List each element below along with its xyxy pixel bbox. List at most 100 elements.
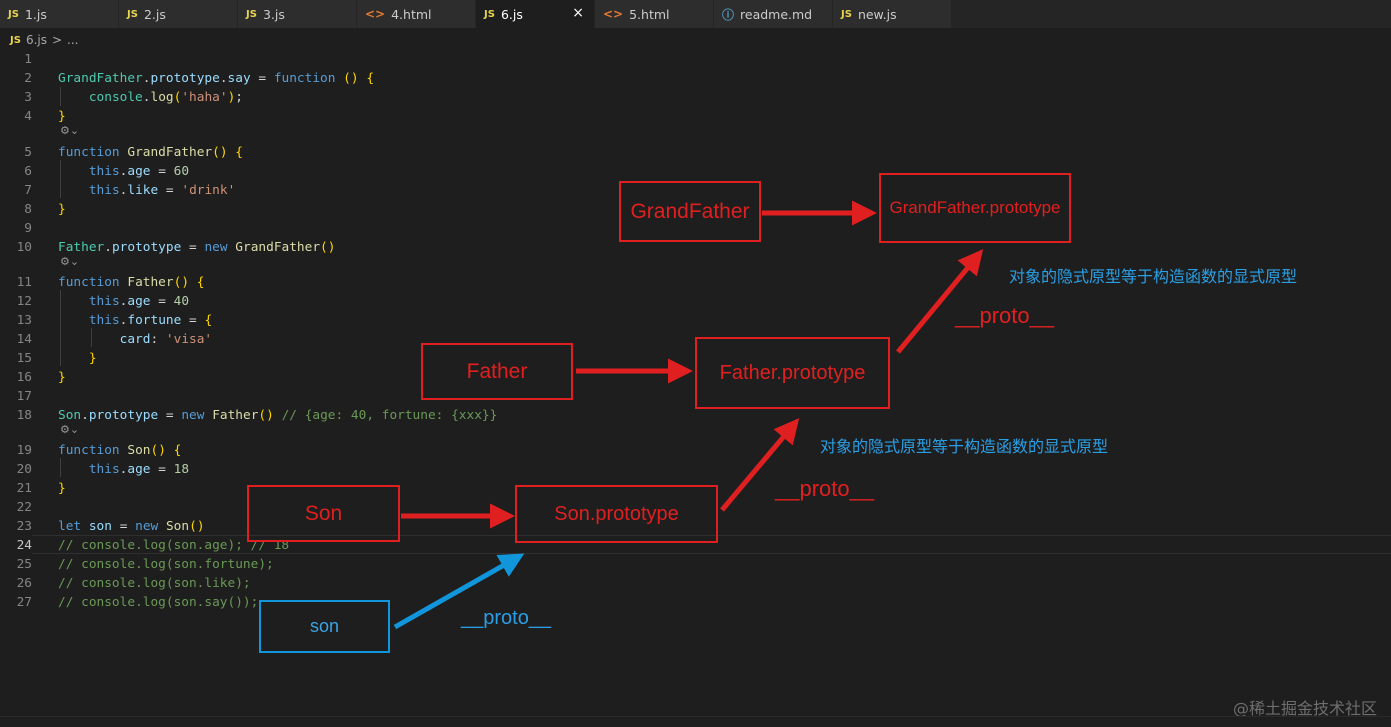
code-text: Father.prototype = new GrandFather() <box>58 240 336 255</box>
note-lower: 对象的隐式原型等于构造函数的显式原型 <box>820 437 1109 456</box>
code-text: console.log('haha'); <box>88 90 243 105</box>
proto-label-instance: __proto__ <box>461 607 552 629</box>
watermark: @稀土掘金技术社区 <box>1232 699 1377 718</box>
tab-5html[interactable]: <>5.html <box>595 0 714 28</box>
line-number: 20 <box>16 462 32 477</box>
note-upper: 对象的隐式原型等于构造函数的显式原型 <box>1009 267 1298 286</box>
breadcrumb: JS 6.js > ... <box>0 28 1391 52</box>
code-text: // console.log(son.say()); <box>58 595 259 610</box>
line-number: 5 <box>24 145 32 160</box>
code-text: this.fortune = { <box>88 313 213 328</box>
indent-guide <box>60 290 61 366</box>
son-prototype-box: Son.prototype <box>515 485 718 543</box>
son-constructor-box: Son <box>247 485 400 542</box>
code-text: // console.log(son.like); <box>58 576 251 591</box>
line-number: 10 <box>16 240 32 255</box>
arrow-fatherproto-to-grandproto <box>896 249 984 354</box>
line-number: 22 <box>16 500 32 515</box>
code-text: } <box>58 109 66 124</box>
line-number: 6 <box>24 164 32 179</box>
codelens-icon[interactable]: ⚙⌄ <box>60 255 80 268</box>
line-number: 12 <box>16 294 32 309</box>
js-file-icon: JS <box>841 8 852 20</box>
chevron-right-icon: > <box>51 33 63 47</box>
line-number: 24 <box>16 538 32 553</box>
code-text: } <box>58 481 66 496</box>
line-number: 16 <box>16 370 32 385</box>
father-prototype-box: Father.prototype <box>695 337 890 409</box>
indent-guide <box>60 87 61 106</box>
line-number: 27 <box>16 595 32 610</box>
tab-4html[interactable]: <>4.html <box>357 0 476 28</box>
arrow-son-instance-to-sonproto <box>393 553 525 630</box>
code-text: this.like = 'drink' <box>88 183 236 198</box>
code-text: // console.log(son.fortune); <box>58 557 274 572</box>
line-number: 15 <box>16 351 32 366</box>
js-file-icon: JS <box>127 8 138 20</box>
arrow-sonproto-to-fatherproto <box>720 418 800 512</box>
code-text: GrandFather.prototype.say = function () … <box>58 71 375 86</box>
status-strip <box>0 716 1391 727</box>
grandfather-prototype-box: GrandFather.prototype <box>879 173 1071 243</box>
indent-guide <box>60 458 61 477</box>
close-icon[interactable]: × <box>572 5 584 21</box>
proto-label-upper: __proto__ <box>955 303 1055 328</box>
code-text: function Father() { <box>58 275 205 290</box>
js-file-icon: JS <box>8 8 19 20</box>
code-text: Son.prototype = new Father() // {age: 40… <box>58 408 498 423</box>
codelens-icon[interactable]: ⚙⌄ <box>60 124 80 137</box>
grandfather-box: GrandFather <box>619 181 761 242</box>
line-number: 25 <box>16 557 32 572</box>
code-text: this.age = 60 <box>88 164 190 179</box>
js-file-icon: JS <box>10 34 21 46</box>
line-number: 11 <box>16 275 32 290</box>
line-number: 7 <box>24 183 32 198</box>
line-number: 13 <box>16 313 32 328</box>
line-number: 19 <box>16 443 32 458</box>
indent-guide <box>91 328 92 347</box>
html-file-icon: <> <box>603 7 624 21</box>
code-text: function GrandFather() { <box>58 145 243 160</box>
code-text: this.age = 40 <box>88 294 190 309</box>
code-text: } <box>58 202 66 217</box>
info-icon: ⓘ <box>722 7 735 22</box>
current-line-highlight <box>32 535 1391 554</box>
js-file-icon: JS <box>484 8 495 20</box>
code-text: card: 'visa' <box>119 332 213 347</box>
line-number: 2 <box>24 71 32 86</box>
indent-guide <box>60 160 61 198</box>
line-number: 26 <box>16 576 32 591</box>
line-number: 8 <box>24 202 32 217</box>
line-number: 21 <box>16 481 32 496</box>
line-number: 23 <box>16 519 32 534</box>
proto-label-middle: __proto__ <box>775 476 875 501</box>
code-text: } <box>58 370 66 385</box>
line-number: 9 <box>24 221 32 236</box>
breadcrumb-more[interactable]: ... <box>67 33 79 47</box>
line-number: 17 <box>16 389 32 404</box>
line-number: 14 <box>16 332 32 347</box>
father-box: Father <box>421 343 573 400</box>
code-text: let son = new Son() <box>58 519 205 534</box>
code-text: function Son() { <box>58 443 182 458</box>
line-number: 1 <box>24 52 32 67</box>
js-file-icon: JS <box>246 8 257 20</box>
code-text: // console.log(son.age); // 18 <box>58 538 290 553</box>
codelens-icon[interactable]: ⚙⌄ <box>60 423 80 436</box>
son-instance-box: son <box>259 600 390 653</box>
code-text: this.age = 18 <box>88 462 190 477</box>
code-text: } <box>88 351 97 366</box>
line-number: 18 <box>16 408 32 423</box>
line-number: 4 <box>24 109 32 124</box>
html-file-icon: <> <box>365 7 386 21</box>
breadcrumb-file[interactable]: 6.js <box>25 33 47 47</box>
